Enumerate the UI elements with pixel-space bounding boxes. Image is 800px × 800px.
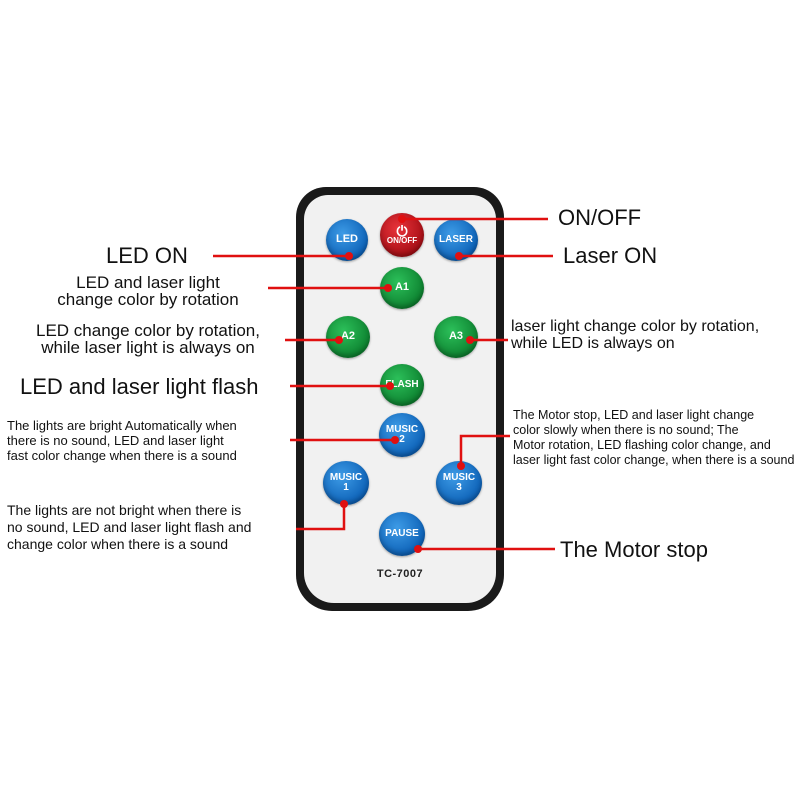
model-label: TC-7007	[376, 568, 424, 580]
power-icon: ⏻	[396, 222, 408, 239]
leader-music2-dot	[391, 436, 399, 444]
annotation-a3-line1: laser light change color by rotation,	[511, 318, 760, 335]
leader-pause-dot	[414, 545, 422, 553]
leader-a3-dot	[466, 336, 474, 344]
annotation-music2: The lights are bright Automatically when…	[7, 418, 237, 463]
annotation-music2-line3: fast color change when there is a sound	[7, 448, 237, 463]
annotation-a2: LED change color by rotation, while lase…	[8, 322, 288, 356]
annotation-music3-line4: laser light fast color change, when ther…	[513, 453, 795, 467]
annotation-flash: LED and laser light flash	[20, 374, 259, 399]
annotation-a2-line2: while laser light is always on	[41, 338, 255, 357]
annotation-music1: The lights are not bright when there is …	[7, 502, 251, 553]
annotation-led-on: LED ON	[106, 243, 188, 268]
flash-button-label: FLASH	[385, 378, 419, 390]
a1-button[interactable]: A1	[380, 267, 424, 309]
leader-flash-dot	[386, 382, 394, 390]
music1-button[interactable]: MUSIC 1	[323, 461, 369, 505]
annotation-music2-line2: there is no sound, LED and laser light	[7, 433, 224, 448]
leader-a2-dot	[335, 336, 343, 344]
annotation-music2-line1: The lights are bright Automatically when	[7, 418, 237, 433]
a2-button-label: A2	[340, 330, 356, 343]
annotation-a1-line1: LED and laser light	[76, 273, 220, 292]
music2-button[interactable]: MUSIC 2	[379, 413, 425, 457]
leader-music1	[296, 504, 346, 531]
annotation-music3: The Motor stop, LED and laser light chan…	[513, 408, 794, 468]
onoff-button-label: ON/OFF	[386, 235, 418, 245]
annotation-onoff: ON/OFF	[558, 205, 642, 230]
annotation-music3-line2: color slowly when there is no sound; The	[513, 423, 739, 437]
annotation-music3-line1: The Motor stop, LED and laser light chan…	[513, 408, 755, 422]
laser-button-label: LASER	[439, 233, 473, 245]
music3-button-label-line1: MUSIC	[442, 471, 476, 483]
a2-button[interactable]: A2	[326, 316, 370, 358]
music3-button-label-line2: 3	[456, 482, 462, 493]
pause-button-label: PAUSE	[385, 527, 419, 539]
music2-button-label-line2: 2	[399, 434, 405, 445]
music1-button-label-line2: 1	[343, 482, 349, 493]
leader-laser-on-dot	[455, 252, 463, 260]
annotation-a1-line2: change color by rotation	[57, 290, 239, 309]
annotation-a1: LED and laser light change color by rota…	[28, 274, 268, 308]
leader-led-on-dot	[345, 252, 353, 260]
annotation-music1-line3: change color when there is a sound	[7, 536, 229, 552]
leader-music3	[459, 434, 510, 466]
annotation-pause: The Motor stop	[560, 537, 708, 562]
annotation-music1-line1: The lights are not bright when there is	[7, 502, 242, 518]
leader-music3-dot	[457, 462, 465, 470]
a1-button-label: A1	[394, 281, 410, 294]
annotation-laser-on: Laser ON	[563, 243, 658, 268]
annotation-music3-line3: Motor rotation, LED flashing color chang…	[513, 438, 771, 452]
annotation-a2-line1: LED change color by rotation,	[36, 321, 260, 340]
led-button-label: LED	[336, 233, 358, 246]
a3-button-label: A3	[448, 330, 464, 343]
annotation-music1-line2: no sound, LED and laser light flash and	[7, 519, 252, 535]
annotation-a3: laser light change color by rotation, wh…	[511, 318, 759, 352]
leader-onoff-dot	[398, 215, 406, 223]
music2-button-label-line1: MUSIC	[385, 423, 419, 435]
annotation-a3-line2: while LED is always on	[511, 335, 675, 352]
leader-a1-dot	[384, 284, 392, 292]
music1-button-label-line1: MUSIC	[329, 471, 363, 483]
leader-music1-dot	[340, 500, 348, 508]
